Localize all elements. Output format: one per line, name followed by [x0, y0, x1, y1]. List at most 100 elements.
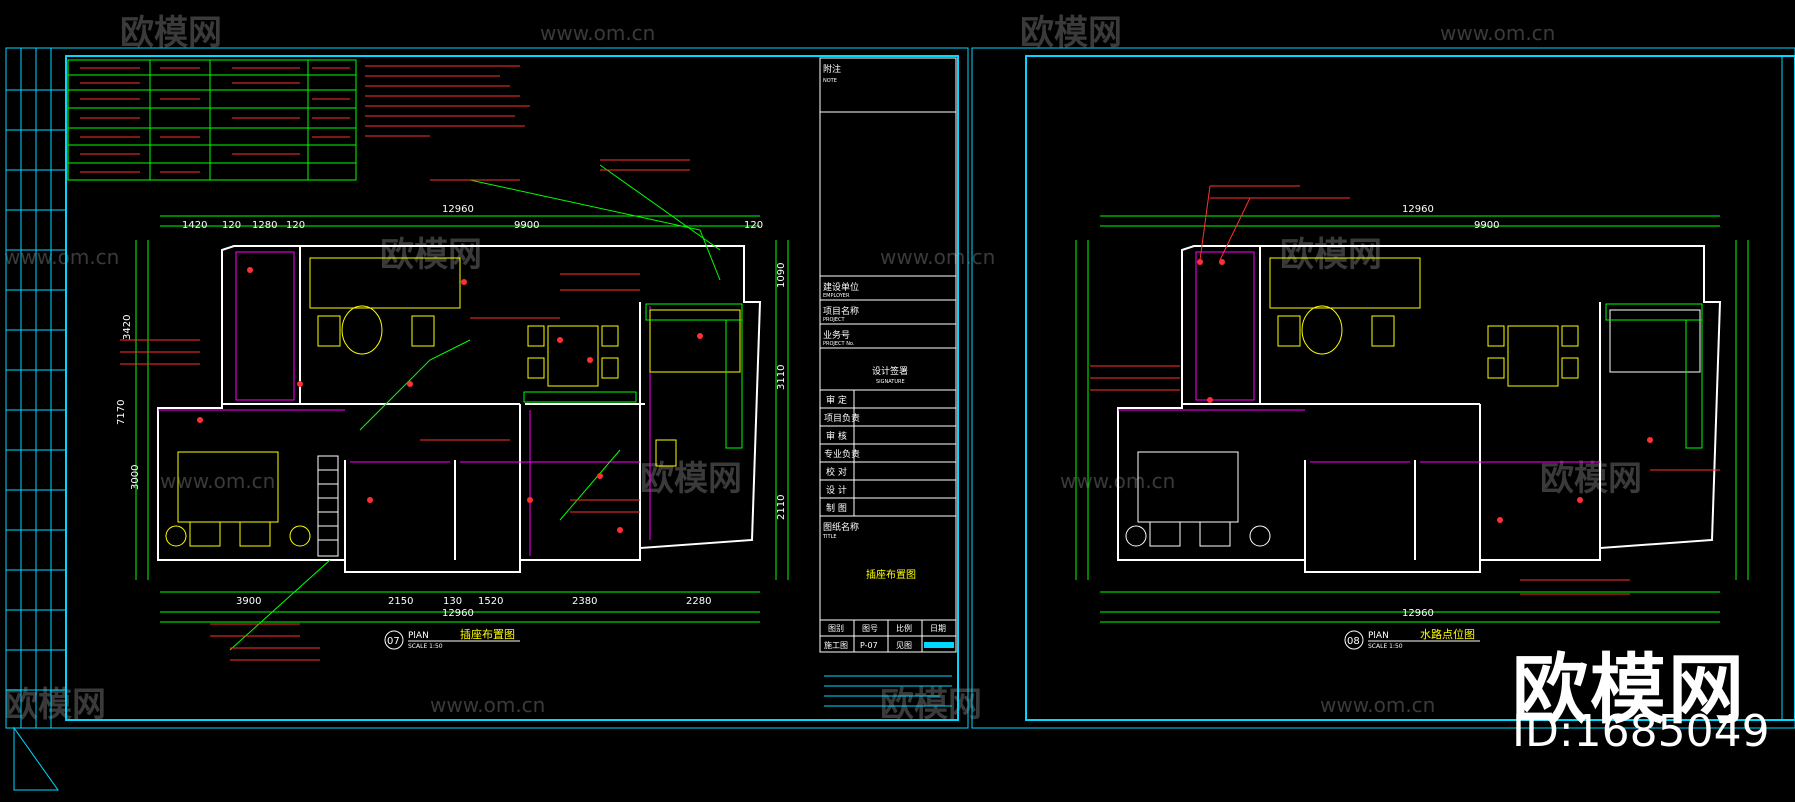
watermark-brand: 欧模网	[380, 235, 482, 275]
dim-top-c: 1280	[252, 220, 277, 231]
signoff-row: 制 图	[826, 502, 847, 514]
design-stamp-label: 设计签署	[872, 365, 908, 377]
furniture-blocks-white	[1125, 309, 1701, 547]
remarks-label-en: NOTE	[823, 78, 837, 84]
title-block: 附注 NOTE 建设单位 EMPLOYER 项目名称 PROJECT 业务号 P…	[819, 57, 957, 707]
sheet-outer-frame	[5, 47, 969, 729]
socket-leader-lines	[229, 164, 721, 651]
dimension-text: 12960 1420 120 1280 120 9900 120 3900 21…	[116, 204, 787, 619]
legend-table	[67, 59, 357, 181]
signoff-row: 设 计	[826, 484, 847, 496]
drawing-title: 08 PlAN SCALE 1:50 水路点位图	[1344, 627, 1480, 650]
furniture-blocks	[1269, 257, 1579, 387]
owner-label-en: EMPLOYER	[823, 293, 850, 299]
dim-right-a: 1090	[776, 263, 787, 288]
project-label-en: PROJECT	[823, 317, 846, 323]
footer-header: 日期	[930, 624, 946, 633]
watermark-brand-large: 欧模网	[1512, 645, 1746, 734]
sheet-right: 12960 9900 12960	[971, 47, 1795, 729]
furniture-blocks	[165, 257, 741, 547]
sheet-outer-frame	[971, 47, 1795, 729]
signoff-row: 审 定	[826, 394, 847, 406]
drawing-number: 07	[387, 636, 400, 647]
footer-value: 见图	[896, 641, 912, 650]
title-block-fine-print	[824, 675, 952, 707]
floor-plan-walls	[1117, 245, 1722, 573]
floor-plan-walls	[157, 245, 762, 573]
dim-bottom-e: 2380	[572, 596, 597, 607]
watermark-site: www.om.cn	[1440, 21, 1555, 45]
kitchen-counter	[523, 303, 743, 449]
design-notes-lines	[365, 65, 530, 137]
signoff-row: 校 对	[826, 466, 847, 478]
drawing-number-circle	[384, 630, 404, 650]
remarks-label: 附注	[823, 63, 841, 75]
dim-bottom-total: 12960	[442, 608, 474, 619]
drawing-name-label-en: TITLE	[822, 534, 837, 540]
watermark-site: www.om.cn	[4, 245, 119, 269]
dim-bottom-f: 2280	[686, 596, 711, 607]
legend-marks	[80, 67, 350, 173]
drawing-number: 08	[1347, 636, 1360, 647]
watermark-site: www.om.cn	[430, 693, 545, 717]
watermark-brand: 欧模网	[1540, 459, 1642, 499]
design-stamp-label-en: SIGNATURE	[876, 379, 905, 385]
dim-top-a: 1420	[182, 220, 207, 231]
dim-right-c: 2110	[776, 495, 787, 520]
drawing-name-value: 插座布置图	[866, 568, 916, 581]
business-label: 业务号	[823, 329, 850, 341]
signoff-row: 专业负责	[824, 448, 860, 460]
water-point-symbols	[1197, 259, 1653, 523]
dim-bottom-total: 12960	[1402, 608, 1434, 619]
business-label-en: PROJECT No.	[823, 341, 855, 347]
dimension-lines	[135, 215, 789, 623]
project-label: 项目名称	[823, 305, 859, 317]
drawing-scale: SCALE 1:50	[408, 643, 443, 650]
watermark-site: www.om.cn	[880, 245, 995, 269]
ucs-axis-icon	[13, 726, 59, 791]
sheet-inner-frame	[1025, 55, 1795, 721]
footer-header: 比例	[896, 623, 912, 633]
dim-top-d: 120	[286, 220, 305, 231]
dim-left-a: 3420	[122, 315, 133, 340]
watermark-id: ID:1685049	[1512, 706, 1770, 757]
watermark-brand: 欧模网	[120, 13, 222, 53]
watermark-site: www.om.cn	[540, 21, 655, 45]
dim-left-total: 7170	[116, 400, 127, 425]
owner-label: 建设单位	[823, 281, 859, 293]
footer-header: 图号	[862, 624, 878, 633]
wardrobe-units	[317, 455, 339, 557]
floor-plan-partitions	[1118, 251, 1600, 463]
watermark-layer: 欧模网 www.om.cn 欧模网 www.om.cn www.om.cn 欧模…	[4, 13, 1642, 725]
drawing-scale: SCALE 1:50	[1368, 643, 1403, 650]
drawing-name: 插座布置图	[460, 627, 515, 641]
dim-top-f: 120	[744, 220, 763, 231]
dim-top-e: 9900	[1474, 220, 1499, 231]
dim-bottom-a: 3900	[236, 596, 261, 607]
dim-bottom-d: 1520	[478, 596, 503, 607]
drawing-number-circle	[1344, 630, 1364, 650]
drawing-name-label: 图纸名称	[823, 521, 859, 533]
watermark-site: www.om.cn	[1320, 693, 1435, 717]
dim-bottom-b: 2150	[388, 596, 413, 607]
footer-header: 图别	[828, 624, 844, 633]
dim-top-b: 120	[222, 220, 241, 231]
watermark-brand: 欧模网	[1280, 235, 1382, 275]
dimension-text: 12960 9900 12960	[1402, 204, 1499, 619]
watermark-brand: 欧模网	[1020, 13, 1122, 53]
dim-left-b: 3000	[130, 465, 141, 490]
dim-top-total: 12960	[1402, 204, 1434, 215]
drawing-plan-label: PlAN	[1368, 631, 1389, 641]
sheet-inner-frame	[65, 55, 959, 721]
sheet-left: 12960 1420 120 1280 120 9900 120 3900 21…	[5, 47, 969, 729]
drawing-plan-label: PlAN	[408, 631, 429, 641]
drawing-title: 07 PlAN SCALE 1:50 插座布置图	[384, 627, 520, 650]
kitchen-counter	[1605, 303, 1703, 449]
dim-top-e: 9900	[514, 220, 539, 231]
watermark-brand: 欧模网	[640, 459, 742, 499]
dim-bottom-c: 130	[443, 596, 462, 607]
dim-top-total: 12960	[442, 204, 474, 215]
socket-annotations	[120, 159, 690, 661]
watermark-site: www.om.cn	[160, 469, 275, 493]
